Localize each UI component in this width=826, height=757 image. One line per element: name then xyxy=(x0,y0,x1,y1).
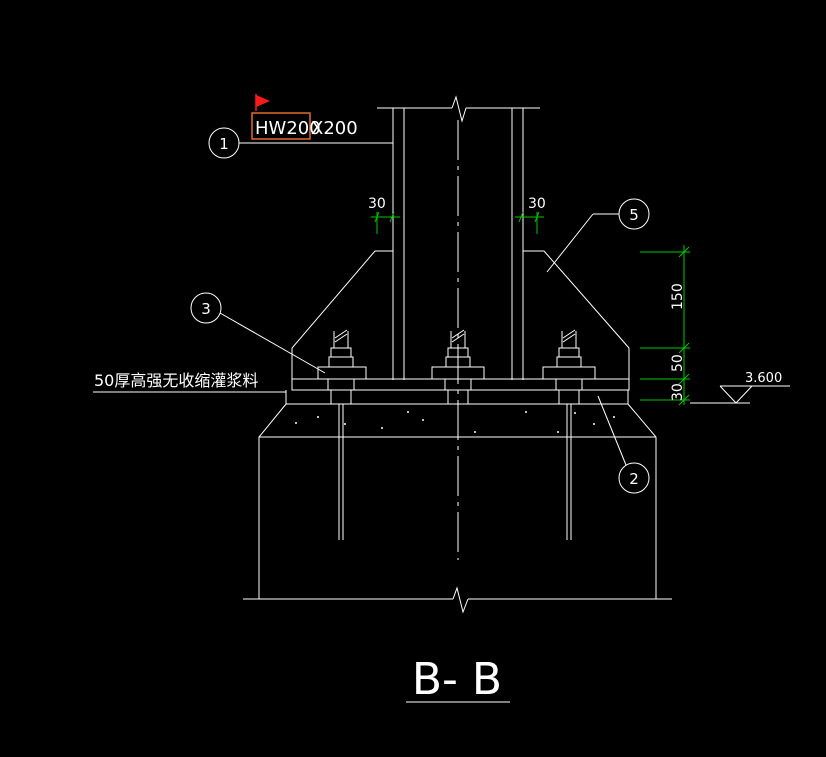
flag-icon xyxy=(255,94,270,111)
elevation-label: 3.600 xyxy=(745,371,782,386)
grout-hatch xyxy=(295,411,615,433)
member-label-highlight: HW200 xyxy=(255,118,321,139)
offset-dimensions xyxy=(371,211,544,234)
callout-2-leader xyxy=(597,395,650,494)
grout-note: 50厚高强无收缩灌浆料 xyxy=(94,371,258,390)
anchor-bolt-center xyxy=(431,329,485,405)
vertical-dimension-chain xyxy=(640,245,690,406)
callout-2-number: 2 xyxy=(629,470,639,488)
anchor-bolts xyxy=(317,329,596,540)
anchor-bolt-right xyxy=(542,329,596,540)
dim-left-offset: 30 xyxy=(368,196,386,212)
callout-1-leader xyxy=(208,127,393,159)
dim-rib-height: 150 xyxy=(670,283,686,310)
dim-grout-height: 30 xyxy=(670,383,686,401)
dim-right-offset: 30 xyxy=(528,196,546,212)
callout-1-number: 1 xyxy=(219,135,229,153)
member-label-rest: X200 xyxy=(311,118,358,139)
anchor-bolt-left xyxy=(317,329,367,540)
section-title: B- B xyxy=(412,654,502,705)
callout-3-leader xyxy=(190,292,326,374)
callout-5-leader xyxy=(546,198,650,273)
dim-plate-height: 50 xyxy=(670,354,686,372)
callout-3-number: 3 xyxy=(201,300,211,318)
elevation-symbol xyxy=(690,385,790,404)
callout-5-number: 5 xyxy=(629,206,639,224)
steel-column xyxy=(377,95,540,380)
member-label-highlight-box xyxy=(251,112,311,140)
